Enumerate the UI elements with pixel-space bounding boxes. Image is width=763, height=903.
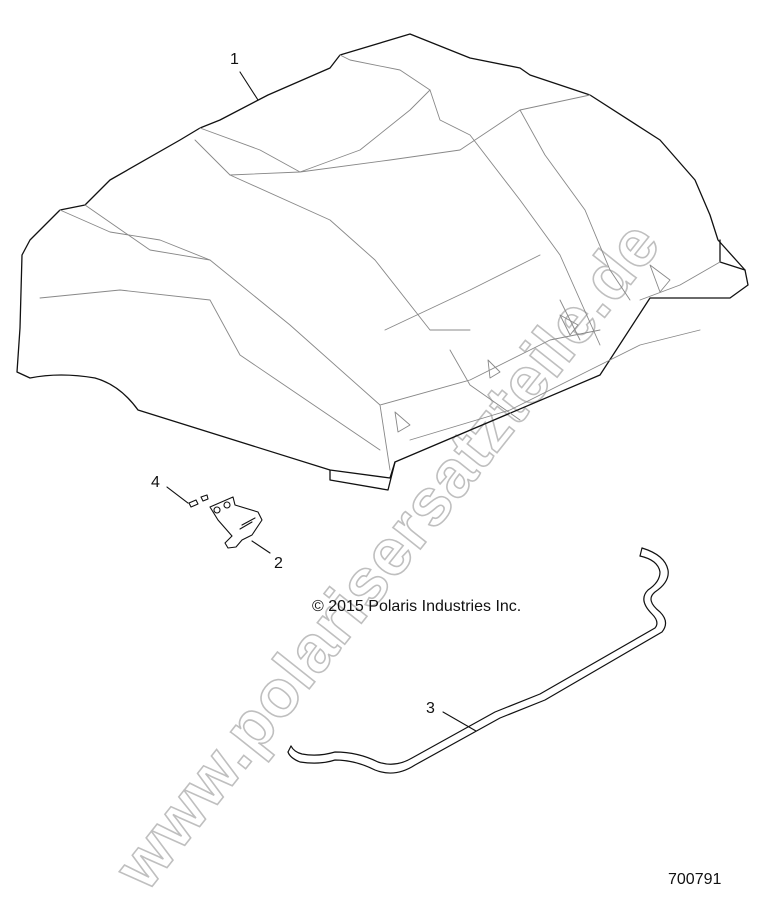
leader-line-4: [166, 486, 189, 504]
bracket-drawing: [209, 496, 263, 549]
callout-1: 1: [230, 51, 239, 68]
leader-line-2: [251, 540, 271, 554]
leader-line-1: [239, 71, 259, 101]
callout-3: 3: [426, 700, 435, 717]
copyright-text: © 2015 Polaris Industries Inc.: [312, 598, 522, 615]
leader-line-3: [442, 711, 477, 732]
screws-drawing: [188, 494, 209, 508]
callout-4: 4: [151, 474, 160, 491]
roof-detail-lines: [39, 54, 721, 471]
figure-number: 700791: [668, 871, 722, 888]
seal-drawing: [287, 547, 669, 774]
callout-2: 2: [274, 555, 283, 572]
